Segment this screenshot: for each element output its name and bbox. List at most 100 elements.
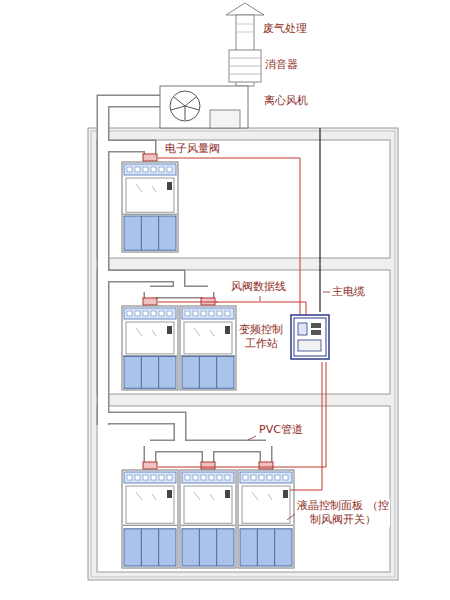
vent-slot [151, 475, 156, 480]
hood-top-band [182, 308, 234, 319]
switch [311, 330, 321, 335]
inverter [298, 323, 307, 335]
fume-hood [180, 298, 236, 390]
sash-window [126, 322, 174, 354]
sash-window [242, 486, 290, 523]
chimney-part [226, 3, 264, 15]
vent-slot [167, 311, 172, 316]
hood-body [180, 306, 236, 390]
glass-glint [136, 492, 156, 500]
workstation-frame [291, 315, 329, 359]
duct-part-part [150, 446, 266, 462]
worktop [181, 525, 235, 526]
hood-top-band [240, 472, 292, 483]
centrifugal-fan-part [210, 110, 240, 128]
node-text: 离心风机 [264, 94, 308, 108]
hood-body [122, 306, 178, 390]
worktop [123, 214, 177, 215]
leader-line-part [260, 296, 261, 301]
hood-body [238, 470, 294, 568]
base-cabinet [124, 216, 176, 250]
lcd-panel [225, 490, 230, 498]
base-cabinet [124, 356, 176, 388]
vent-slot [217, 475, 222, 480]
leader-line-part [248, 436, 256, 440]
hood-body [180, 470, 236, 568]
chimney-part [229, 58, 261, 74]
lcd-panel [167, 182, 172, 190]
cabinet-door [216, 356, 217, 388]
centrifugal-fan [160, 86, 248, 128]
duct-part-part [103, 276, 208, 298]
vent-slot [201, 311, 206, 316]
sash-window [184, 322, 232, 354]
cabinet-door [141, 216, 142, 250]
cabinet-door [141, 529, 142, 566]
hood-body [122, 470, 178, 568]
fume-hood [122, 298, 178, 390]
cabinet-door [158, 216, 159, 250]
vent-slot [143, 311, 148, 316]
valve-data-line-part [158, 302, 306, 316]
glass-glint [194, 328, 214, 336]
vent-slot [159, 311, 164, 316]
base-cabinet [124, 529, 176, 566]
duct-part-part [103, 146, 150, 154]
glass-glint [136, 184, 156, 192]
cabinet-door [216, 529, 217, 566]
glass-glint [194, 492, 214, 500]
hood-top-band [182, 472, 234, 483]
vent-slot [143, 475, 148, 480]
glass-glint [252, 492, 272, 500]
centrifugal-fan-part [171, 97, 199, 120]
vent-slot [201, 475, 206, 480]
sash-window [184, 486, 232, 523]
cabinet-door [257, 529, 258, 566]
duct-part-part [103, 146, 150, 154]
vent-slot [135, 475, 140, 480]
callout-label: 风阀数据线 [230, 280, 287, 294]
centrifugal-fan-part [170, 91, 200, 121]
edge-label: 主电缆 [331, 285, 366, 299]
cabinet-door [274, 529, 275, 566]
vent-slot [259, 475, 264, 480]
terminal-block [298, 340, 321, 351]
base-cabinet [182, 529, 234, 566]
vent-slot [251, 475, 256, 480]
vent-slot [225, 311, 230, 316]
callout-label: 消音器 [264, 58, 299, 72]
worktop [123, 525, 177, 526]
leader-line-part [287, 514, 295, 520]
workstation-inner [294, 318, 326, 356]
hood-top-band [124, 308, 176, 319]
lcd-panel [167, 490, 172, 498]
vent-slot [193, 311, 198, 316]
centrifugal-fan-part [160, 86, 248, 128]
hood-top-band [124, 472, 176, 483]
air-valve [143, 462, 157, 469]
air-valve [143, 154, 157, 161]
building-part [88, 128, 398, 580]
vent-slot [243, 475, 248, 480]
valve-data-line-part [216, 302, 218, 303]
cabinet-door [199, 356, 200, 388]
vent-slot [185, 475, 190, 480]
valve-data-line-part [158, 158, 300, 316]
chimney-part [229, 50, 261, 82]
building-part [91, 131, 395, 577]
sash-window [126, 178, 174, 212]
vent-slot [135, 311, 140, 316]
fume-hood [122, 154, 178, 252]
glass-glint [136, 328, 156, 336]
vent-slot [209, 311, 214, 316]
vent-slot [159, 475, 164, 480]
vent-slot [275, 475, 280, 480]
sash-window [126, 486, 174, 523]
fume-hood [122, 462, 178, 568]
vent-slot [135, 167, 140, 172]
fume-hood [122, 154, 294, 568]
building-part [97, 406, 390, 572]
vent-slot [167, 475, 172, 480]
duct-part-part [103, 276, 208, 298]
